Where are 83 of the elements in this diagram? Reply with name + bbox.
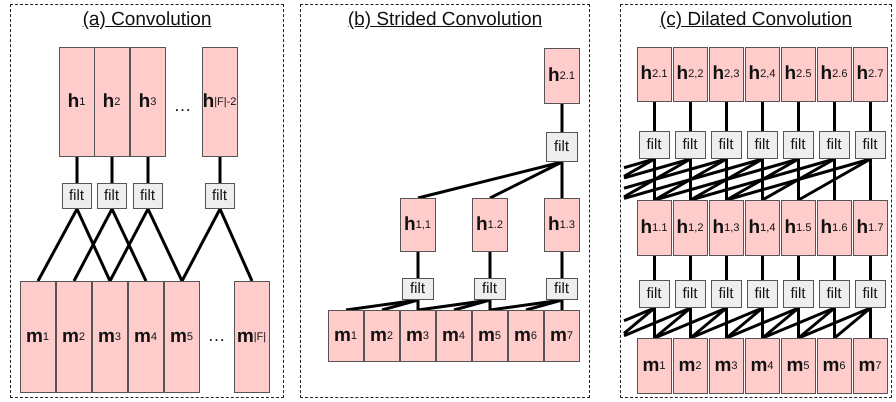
panel-frame bbox=[10, 4, 284, 398]
filter-box: filt bbox=[710, 130, 742, 158]
panel-title: (a) Convolution bbox=[82, 9, 212, 31]
connector-line bbox=[797, 102, 800, 131]
connector-line bbox=[218, 208, 254, 282]
filter-box: filt bbox=[62, 182, 92, 208]
filter-box: filt bbox=[674, 130, 706, 158]
panel-frame bbox=[300, 4, 590, 398]
panel-title: (b) Strided Convolution bbox=[346, 9, 544, 31]
connector-line bbox=[560, 300, 564, 310]
connector-line bbox=[623, 306, 656, 322]
connector-line bbox=[416, 252, 420, 278]
filter-box: filt bbox=[782, 280, 814, 308]
connector-line bbox=[488, 300, 492, 310]
ellipsis: … bbox=[172, 94, 192, 116]
filter-box: filt bbox=[746, 130, 778, 158]
filter-box: filt bbox=[854, 130, 886, 158]
connector-line bbox=[725, 102, 728, 131]
filter-box: filt bbox=[474, 278, 506, 300]
filter-box: filt bbox=[96, 182, 126, 208]
filter-box: filt bbox=[674, 280, 706, 308]
ellipsis: … bbox=[206, 324, 226, 346]
panel-title: (c) Dilated Convolution bbox=[658, 9, 854, 31]
connector-line bbox=[761, 159, 764, 200]
connector-line bbox=[833, 308, 836, 338]
connector-line bbox=[869, 159, 872, 200]
connector-line bbox=[624, 158, 763, 200]
connector-line bbox=[36, 208, 78, 282]
connector-line bbox=[725, 256, 728, 280]
connector-line bbox=[797, 159, 800, 200]
connector-line bbox=[725, 159, 728, 200]
connector-line bbox=[869, 256, 872, 280]
connector-line bbox=[797, 256, 800, 280]
connector-line bbox=[761, 308, 764, 338]
connector-line bbox=[653, 102, 656, 131]
connector-line bbox=[218, 157, 222, 183]
connector-line bbox=[382, 298, 418, 312]
connector-line bbox=[725, 308, 728, 338]
filter-box: filt bbox=[854, 280, 886, 308]
connector-line bbox=[833, 256, 836, 280]
connector-line bbox=[526, 298, 562, 312]
connector-line bbox=[416, 300, 420, 310]
filter-box: filt bbox=[204, 182, 234, 208]
connector-line bbox=[689, 159, 692, 200]
connector-line bbox=[761, 102, 764, 131]
filter-box: filt bbox=[818, 130, 850, 158]
connector-line bbox=[869, 102, 872, 131]
connector-line bbox=[869, 308, 872, 338]
connector-line bbox=[623, 306, 692, 338]
connector-line bbox=[488, 252, 492, 278]
connector-line bbox=[689, 102, 692, 131]
connector-line bbox=[560, 252, 564, 278]
connector-line bbox=[560, 104, 564, 132]
connector-line bbox=[833, 102, 836, 131]
filter-box: filt bbox=[638, 130, 670, 158]
filter-box: filt bbox=[546, 132, 578, 162]
filter-box: filt bbox=[782, 130, 814, 158]
connector-line bbox=[761, 256, 764, 280]
connector-line bbox=[797, 308, 800, 338]
connector-line bbox=[146, 157, 150, 183]
connector-line bbox=[110, 157, 114, 183]
filter-box: filt bbox=[132, 182, 162, 208]
connector-line bbox=[560, 162, 564, 198]
connector-line bbox=[146, 208, 184, 282]
filter-box: filt bbox=[546, 278, 578, 300]
connector-line bbox=[624, 158, 655, 170]
connector-line bbox=[833, 159, 836, 200]
filter-box: filt bbox=[710, 280, 742, 308]
filter-box: filt bbox=[638, 280, 670, 308]
connector-line bbox=[653, 159, 656, 200]
filter-box: filt bbox=[402, 278, 434, 300]
panel-frame bbox=[620, 4, 892, 398]
connector-line bbox=[689, 308, 692, 338]
connector-line bbox=[624, 158, 727, 190]
connector-line bbox=[454, 298, 490, 312]
filter-box: filt bbox=[746, 280, 778, 308]
connector-line bbox=[180, 208, 222, 282]
connector-line bbox=[624, 158, 691, 180]
connector-line bbox=[76, 157, 78, 183]
connector-line bbox=[689, 256, 692, 280]
connector-line bbox=[653, 256, 656, 280]
filter-box: filt bbox=[818, 280, 850, 308]
connector-line bbox=[653, 308, 656, 338]
